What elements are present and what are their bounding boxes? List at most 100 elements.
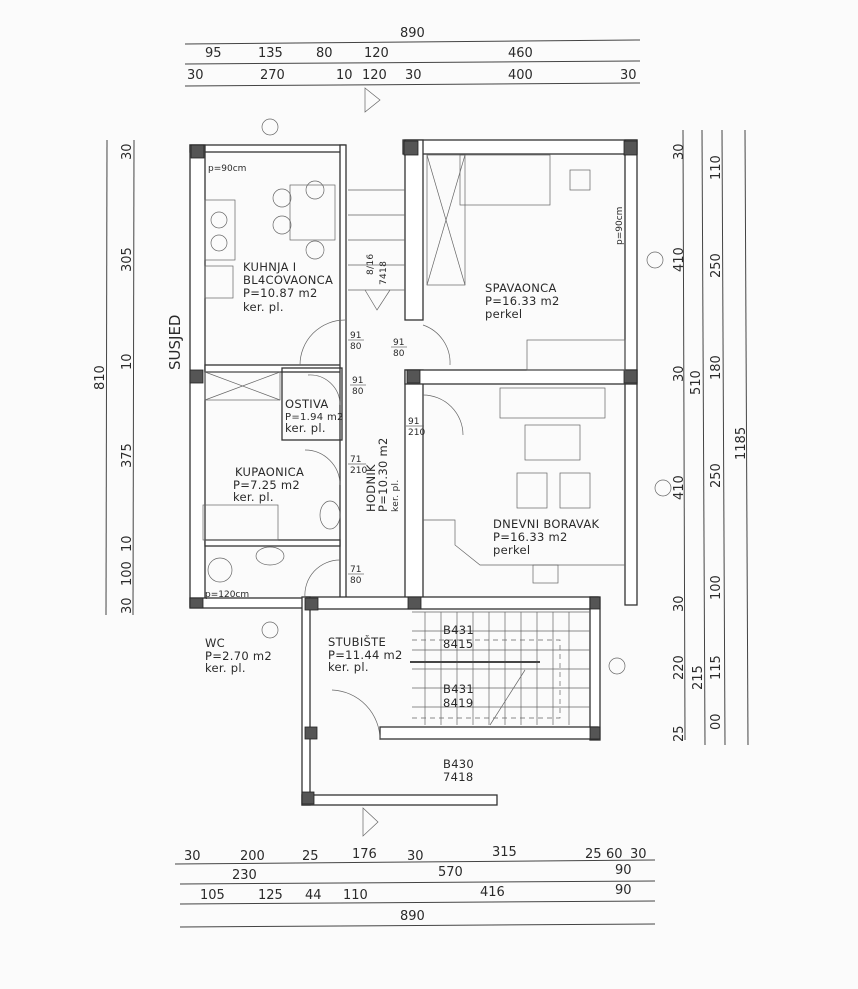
room-living: DNEVNI BORAVAK P=16.33 m2 perkel — [493, 517, 600, 557]
dim-label: 115 — [709, 655, 724, 680]
stove — [204, 265, 234, 299]
door-height: 80 — [352, 387, 364, 397]
dim-right-total: 1185 — [734, 427, 749, 460]
dim-label: 30 — [184, 849, 201, 864]
room-name: HODNIK — [364, 464, 378, 512]
room-labels: KUHNJA I BL4COVAONCA P=10.87 m2 ker. pl.… — [205, 260, 600, 675]
dim-label: 110 — [709, 155, 724, 180]
dim-label: 10 — [336, 68, 353, 83]
window-label: p=90cm — [615, 207, 625, 245]
dim-label: 120 — [364, 46, 389, 61]
wardrobe — [426, 154, 466, 286]
room-floor: ker. pl. — [243, 300, 284, 314]
room-name: SPAVAONCA — [485, 281, 557, 295]
room-floor: perkel — [493, 543, 530, 557]
top-dimensions: 890 95 135 80 120 460 30 270 10 120 30 4… — [184, 26, 641, 87]
dim-label: 375 — [120, 443, 135, 468]
dim-label: 44 — [305, 888, 322, 903]
stair-label: B430 — [443, 757, 474, 771]
right-dimensions: 30 410 30 410 30 220 25 510 215 110 250 … — [672, 129, 749, 746]
dim-label: 215 — [691, 665, 706, 690]
dim-label: 25 — [672, 725, 687, 742]
room-area: P=10.30 m2 — [376, 437, 390, 512]
neighbor-label: SUSJED — [166, 315, 184, 370]
door-swings — [299, 319, 464, 741]
dim-label: 125 — [258, 888, 283, 903]
dim-label: 30 — [630, 847, 647, 862]
staircase — [348, 189, 590, 726]
dim-bottom-total: 890 — [400, 909, 425, 924]
room-floor: ker. pl. — [391, 480, 401, 513]
dim-label: 30 — [672, 595, 687, 612]
room-floor: ker. pl. — [205, 661, 246, 675]
stair-label: 8/16 — [366, 254, 376, 275]
door-width: 71 — [350, 455, 361, 465]
dim-label: 100 — [120, 561, 135, 586]
toilet — [207, 557, 233, 583]
dim-left-total: 810 — [93, 365, 108, 390]
dim-label: 270 — [260, 68, 285, 83]
dim-label: 30 — [120, 143, 135, 160]
dim-label: 95 — [205, 46, 222, 61]
dim-label: 30 — [672, 143, 687, 160]
door-height: 80 — [393, 349, 405, 359]
room-area: P=2.70 m2 — [205, 649, 272, 663]
room-area: P=16.33 m2 — [485, 294, 560, 308]
door-width: 91 — [350, 331, 361, 341]
room-hallway: HODNIK P=10.30 m2 ker. pl. — [364, 437, 401, 512]
room-wc: WC P=2.70 m2 ker. pl. — [205, 636, 272, 675]
stair-label: 8415 — [443, 637, 473, 651]
dim-label: 30 — [407, 849, 424, 864]
room-floor: ker. pl. — [233, 490, 274, 504]
sink — [204, 199, 236, 261]
room-area: P=7.25 m2 — [233, 478, 300, 492]
bed — [459, 154, 551, 206]
section-arrow-top — [364, 87, 381, 113]
room-name: KUHNJA I — [243, 260, 296, 274]
stair-label: 7418 — [443, 770, 473, 784]
door-height: 80 — [350, 576, 362, 586]
stair-labels: B431 8415 B431 8419 B430 7418 8/16 7418 — [366, 254, 474, 784]
armchair — [516, 472, 548, 509]
door-width: 71 — [350, 565, 361, 575]
room-area: P=10.87 m2 — [243, 286, 318, 300]
dim-label: 510 — [689, 370, 704, 395]
dim-label: 176 — [352, 847, 377, 862]
room-floor: ker. pl. — [285, 421, 326, 435]
dim-label: 410 — [672, 475, 687, 500]
room-name: OSTIVA — [285, 397, 329, 411]
door-width: 91 — [408, 417, 419, 427]
dim-label: 200 — [240, 849, 265, 864]
stair-label: 8419 — [443, 696, 473, 710]
cabinet — [526, 339, 626, 371]
room-area: P=1.94 m2 — [285, 412, 344, 423]
room-floor: perkel — [485, 307, 522, 321]
dim-label: 305 — [120, 247, 135, 272]
room-kitchen: KUHNJA I BL4COVAONCA P=10.87 m2 ker. pl. — [243, 260, 333, 314]
sofa — [499, 387, 606, 419]
dim-label: 120 — [362, 68, 387, 83]
dim-label: 250 — [709, 463, 724, 488]
wc-sink — [255, 546, 285, 566]
door-height: 210 — [350, 466, 367, 476]
armchair — [559, 472, 591, 509]
room-stairs: STUBIŠTE P=11.44 m2 ker. pl. — [328, 634, 402, 674]
dim-label: 315 — [492, 845, 517, 860]
room-name: BL4COVAONCA — [243, 273, 333, 287]
bottom-dimensions: 30 200 25 176 30 315 25 60 30 230 570 90… — [174, 845, 656, 928]
dim-label: 110 — [343, 888, 368, 903]
dim-label: 60 — [606, 847, 623, 862]
section-arrow-bottom — [362, 807, 379, 837]
axis-markers — [261, 87, 672, 837]
window-label: p=120cm — [205, 590, 249, 600]
dim-label: 220 — [672, 655, 687, 680]
dim-label: 90 — [615, 863, 632, 878]
left-dimensions: 810 30 305 10 375 10 100 30 SUSJED — [93, 139, 184, 616]
room-name: DNEVNI BORAVAK — [493, 517, 600, 531]
bathtub — [202, 504, 279, 541]
dim-label: 30 — [672, 365, 687, 382]
door-height: 80 — [350, 342, 362, 352]
dim-label: 570 — [438, 865, 463, 880]
